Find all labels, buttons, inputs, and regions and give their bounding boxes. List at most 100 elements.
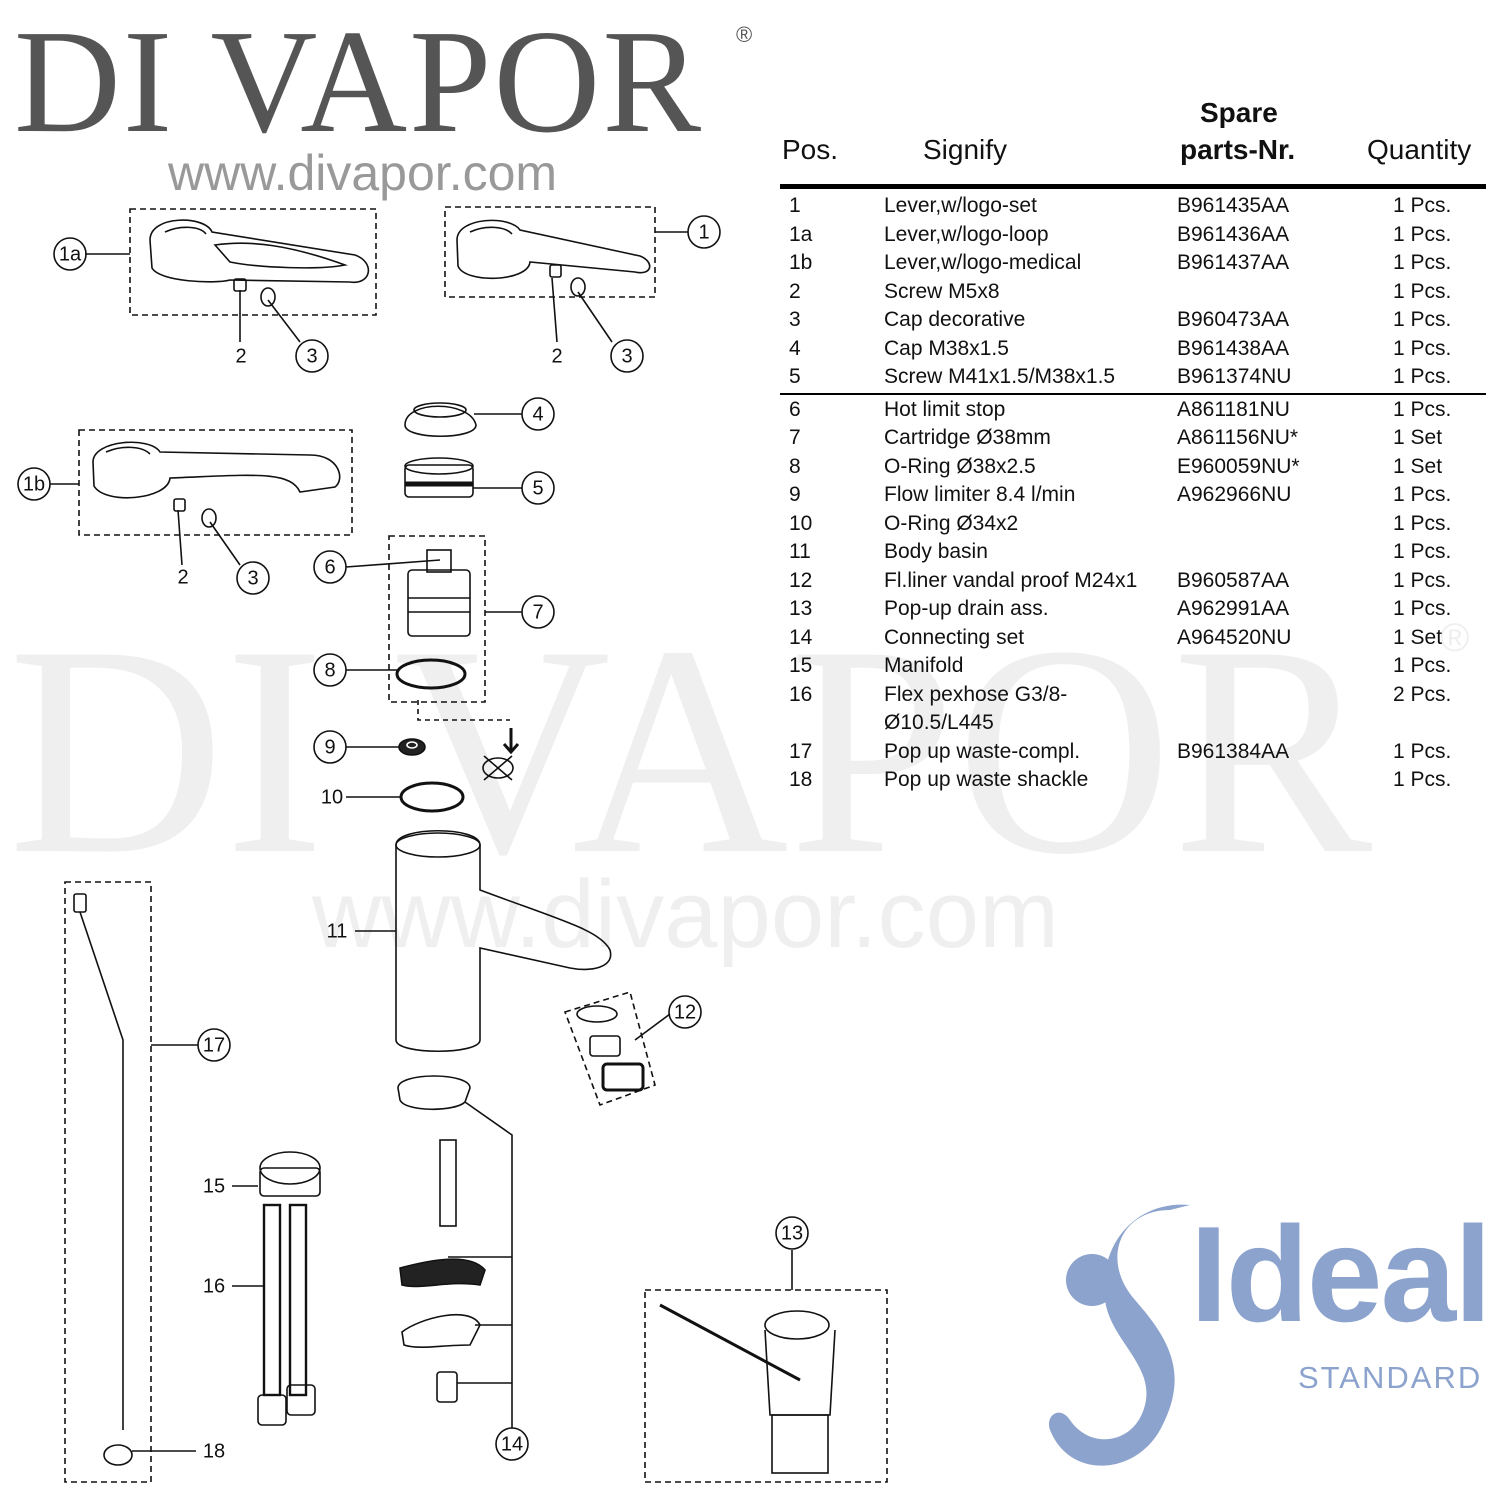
cell-qty: 1 Pcs. — [1393, 739, 1452, 763]
cell-signify: Lever,w/logo-set — [884, 194, 1037, 217]
pop-up-drain-part — [659, 1303, 836, 1474]
o-ring-38-part — [395, 658, 467, 690]
cell-pos: 10 — [789, 511, 813, 535]
cell-signify: O-Ring Ø38x2.5 — [884, 454, 1036, 478]
callout-1: 1 — [698, 221, 709, 243]
pop-up-rod-part — [73, 893, 124, 1430]
cell-part: B961436AA — [1177, 222, 1290, 246]
cell-signify: Pop up waste shackle — [884, 768, 1089, 791]
header-parts-nr: parts-Nr. — [1180, 134, 1296, 165]
screw-part — [173, 498, 186, 512]
group-box-1a — [129, 208, 377, 316]
cell-part: B961437AA — [1177, 251, 1290, 274]
registered-mark: ® — [736, 22, 753, 47]
cell-qty: 1 Pcs. — [1393, 251, 1452, 274]
cap-m38-part — [404, 402, 477, 437]
cell-signify: Cap M38x1.5 — [884, 336, 1009, 360]
cell-pos: 1a — [789, 222, 813, 246]
callout-8: 8 — [324, 659, 335, 681]
cell-signify: Cartridge Ø38mm — [884, 426, 1051, 449]
callout-1a: 1a — [59, 243, 82, 265]
callout-3: 3 — [306, 345, 317, 367]
flow-limiter-part — [398, 738, 426, 756]
callout-7: 7 — [532, 601, 543, 623]
table-header: Pos. Signify Spare parts-Nr. Quantity — [780, 96, 1486, 184]
cell-signify: Manifold — [884, 654, 964, 677]
header-spare: Spare — [1200, 97, 1278, 128]
cell-signify: Flow limiter 8.4 l/min — [884, 483, 1076, 506]
callout-2: 2 — [235, 345, 246, 367]
cell-pos: 13 — [789, 597, 813, 620]
cell-qty: 1 Pcs. — [1393, 483, 1452, 506]
callout-3: 3 — [247, 567, 258, 589]
cell-signify: Hot limit stop — [884, 397, 1006, 421]
callout-15: 15 — [203, 1175, 225, 1197]
cell-qty: 2 Pcs. — [1393, 682, 1452, 706]
callout-3: 3 — [621, 345, 632, 367]
header-pos: Pos. — [782, 134, 839, 165]
callout-6: 6 — [324, 556, 335, 578]
lever-medical-part — [92, 441, 341, 499]
shackle-part — [103, 1444, 133, 1466]
cell-qty: 1 Set — [1393, 426, 1443, 449]
cell-signify: Pop up waste-compl. — [884, 739, 1081, 763]
cell-signify: O-Ring Ø34x2 — [884, 511, 1019, 535]
brand-url: www.divapor.com — [168, 145, 558, 201]
lever-loop-part — [149, 219, 370, 283]
cell-pos: 11 — [789, 540, 811, 563]
lever-set-part — [456, 219, 651, 280]
cell-pos: 14 — [789, 625, 813, 649]
cell-qty: 1 Pcs. — [1393, 336, 1452, 360]
cell-pos: 16 — [789, 682, 813, 706]
cell-pos: 5 — [789, 365, 801, 388]
cell-signify: Fl.liner vandal proof M24x1 — [884, 568, 1138, 592]
logo-word: Ideal — [1190, 1198, 1492, 1350]
table-row: 1a Lever,w/logo-loop B961436AA 1 Pcs. — [780, 221, 1486, 250]
header-rule — [780, 184, 1486, 189]
cell-pos: 7 — [789, 426, 801, 449]
screw-part — [549, 264, 562, 278]
cell-pos: 8 — [789, 454, 801, 478]
cell-qty: 1 Pcs. — [1393, 654, 1452, 677]
cell-signify: Screw M41x1.5/M38x1.5 — [884, 365, 1116, 388]
callout-9: 9 — [324, 736, 335, 758]
table-row: 16 Flex pexhose G3/8- 2 Pcs. — [780, 681, 1486, 710]
cell-qty: 1 Pcs. — [1393, 597, 1452, 620]
aerator-part — [576, 1005, 645, 1092]
cell-signify: Ø10.5/L445 — [884, 711, 994, 734]
cell-part: A964520NU — [1177, 625, 1292, 649]
cell-qty: 1 Pcs. — [1393, 308, 1452, 331]
group-box-12 — [563, 990, 656, 1107]
header-quantity: Quantity — [1367, 134, 1472, 165]
manifold-part — [259, 1151, 321, 1197]
cell-pos: 9 — [789, 483, 801, 506]
brand-name: DI VAPOR — [14, 0, 704, 164]
cell-qty: 1 Pcs. — [1393, 222, 1452, 246]
cell-qty: 1 Pcs. — [1393, 397, 1452, 421]
callout-1b: 1b — [23, 473, 45, 495]
cell-pos: 1b — [789, 251, 813, 274]
logo-sub: STANDARD — [1298, 1360, 1483, 1395]
cap-part — [260, 287, 276, 307]
callout-17: 17 — [203, 1034, 225, 1056]
cell-signify: Lever,w/logo-loop — [884, 222, 1049, 246]
cell-signify: Flex pexhose G3/8- — [884, 682, 1068, 706]
callout-5: 5 — [532, 477, 543, 499]
cell-part: A962966NU — [1177, 483, 1292, 506]
header-signify: Signify — [923, 134, 1008, 165]
cartridge-part — [407, 549, 471, 637]
cell-part: B961435AA — [1177, 194, 1290, 217]
cell-qty: 1 Pcs. — [1393, 194, 1452, 217]
group-box-13 — [644, 1289, 888, 1483]
